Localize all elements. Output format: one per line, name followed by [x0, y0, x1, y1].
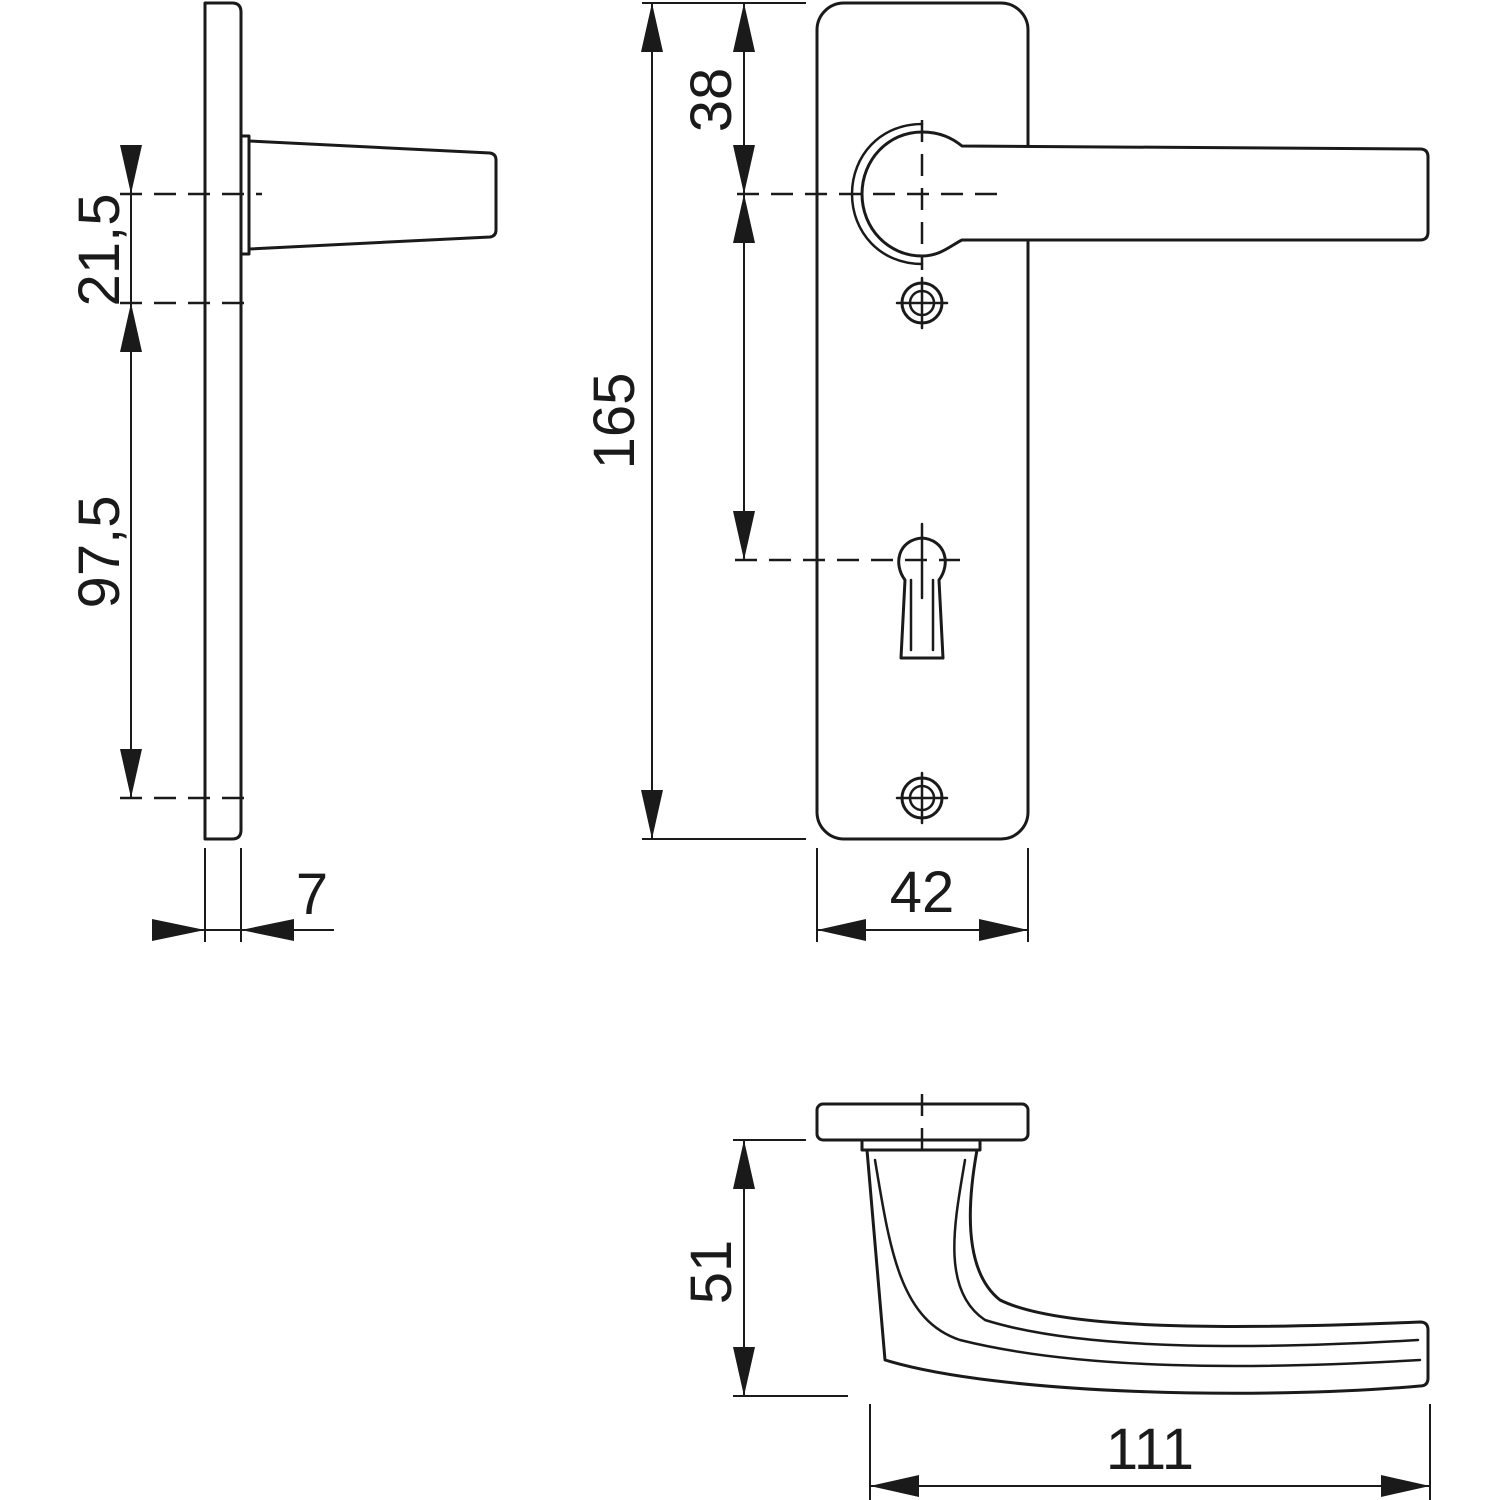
arrow	[152, 919, 205, 941]
dim-label-lever-height: 51	[679, 1240, 744, 1305]
arrow	[641, 3, 663, 52]
arrow	[1381, 1475, 1430, 1497]
arrow	[733, 1140, 755, 1189]
dim-label-side-lower: 97,5	[67, 496, 132, 609]
dim-label-front-total: 165	[582, 373, 647, 470]
top-lever-inner	[873, 1158, 1422, 1368]
dim-label-side-thickness: 7	[296, 862, 328, 927]
arrow	[120, 145, 142, 194]
arrow	[241, 919, 294, 941]
front-lever	[860, 130, 1430, 258]
arrow	[641, 790, 663, 839]
arrow	[733, 511, 755, 560]
dim-label-side-upper: 21,5	[67, 194, 132, 307]
side-lever	[247, 139, 498, 251]
arrow	[120, 303, 142, 352]
arrow	[979, 919, 1028, 941]
keyhole-icon	[735, 522, 960, 660]
arrow	[870, 1475, 919, 1497]
arrow	[733, 1347, 755, 1396]
top-view: 51 111	[679, 1094, 1431, 1500]
arrow	[733, 3, 755, 52]
side-backplate	[203, 1, 243, 841]
screw-icon	[895, 771, 949, 825]
arrow	[733, 145, 755, 194]
dim-label-lever-length: 111	[1106, 1417, 1194, 1482]
top-lever-inner-edge	[953, 1158, 1420, 1348]
dim-label-front-top: 38	[679, 68, 744, 133]
side-view: 21,5 97,5 7	[67, 1, 498, 942]
top-lever	[865, 1148, 1430, 1395]
arrow	[120, 749, 142, 798]
front-view: 165 38 42	[582, 1, 1430, 942]
dim-label-front-width: 42	[890, 860, 955, 925]
arrow	[733, 194, 755, 243]
arrow	[817, 919, 866, 941]
screw-icon	[895, 276, 949, 330]
